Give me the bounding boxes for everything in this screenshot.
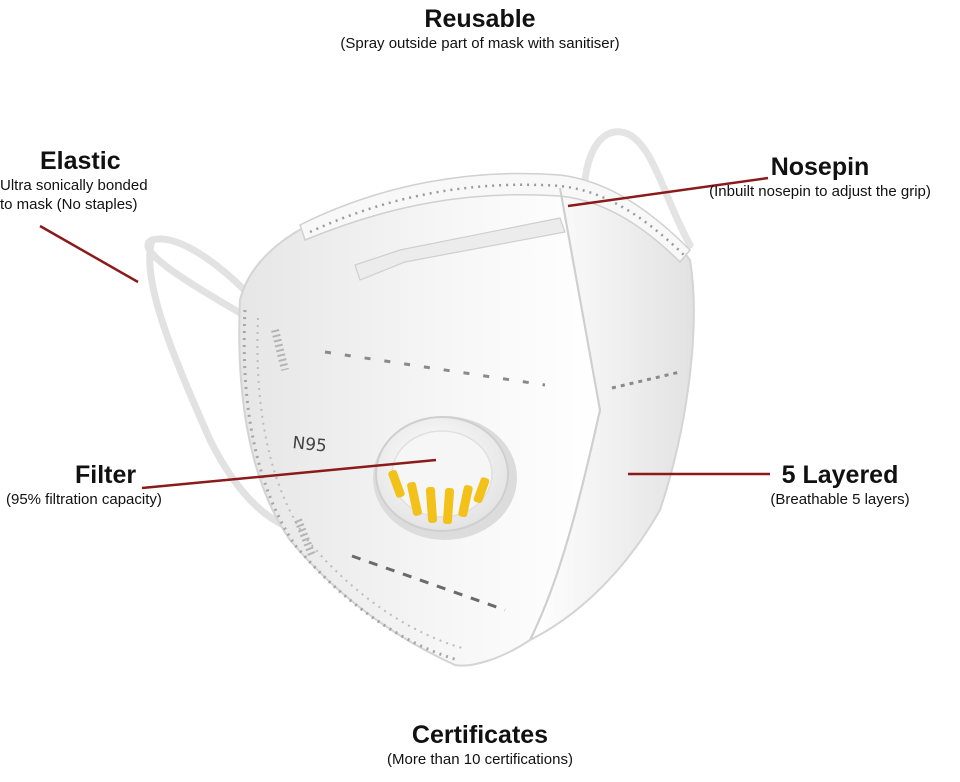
filter-valve	[373, 416, 517, 540]
nosepin-description: (Inbuilt nosepin to adjust the grip)	[709, 183, 931, 200]
reusable-callout: Reusable (Spray outside part of mask wit…	[280, 4, 680, 53]
elastic-leader-line	[39, 224, 139, 284]
certificates-callout: Certificates (More than 10 certification…	[280, 720, 680, 769]
elastic-description-line2: to mask (No staples)	[0, 196, 138, 213]
filter-description: (95% filtration capacity)	[6, 491, 162, 508]
mask-print-text: N95	[291, 433, 327, 456]
layered-description: (Breathable 5 layers)	[770, 491, 910, 508]
filter-leader-line	[141, 458, 437, 490]
nosepin-callout: Nosepin (Inbuilt nosepin to adjust the g…	[680, 152, 960, 201]
right-stitch-row	[611, 370, 681, 390]
left-edge-stitching	[242, 309, 459, 662]
certificates-title: Certificates	[411, 721, 549, 749]
nosepin-leader-line	[567, 176, 769, 208]
certificates-description: (More than 10 certifications)	[387, 751, 573, 768]
upper-stitch-row	[324, 350, 546, 387]
nosepin-title: Nosepin	[770, 153, 870, 181]
side-weld-bottom	[294, 518, 316, 557]
reusable-description: (Spray outside part of mask with sanitis…	[340, 35, 620, 52]
nosepin-ridge	[354, 217, 566, 281]
layered-title: 5 Layered	[781, 461, 899, 489]
valve-slots	[388, 469, 490, 525]
side-weld-top	[271, 329, 289, 371]
elastic-callout: Elastic Ultra sonically bonded to mask (…	[0, 146, 170, 214]
elastic-description-line1: Ultra sonically bonded	[0, 177, 148, 194]
left-edge-stitching-inner	[256, 317, 463, 649]
elastic-title: Elastic	[40, 147, 121, 175]
nose-band-stitching	[309, 183, 686, 257]
layered-callout: 5 Layered (Breathable 5 layers)	[740, 460, 940, 509]
right-ear-loop	[580, 128, 694, 249]
center-fold	[529, 187, 602, 641]
nose-band	[299, 172, 692, 264]
filter-callout: Filter (95% filtration capacity)	[0, 460, 210, 509]
left-ear-loop	[144, 235, 294, 532]
reusable-title: Reusable	[424, 5, 536, 33]
filter-title: Filter	[75, 461, 137, 489]
